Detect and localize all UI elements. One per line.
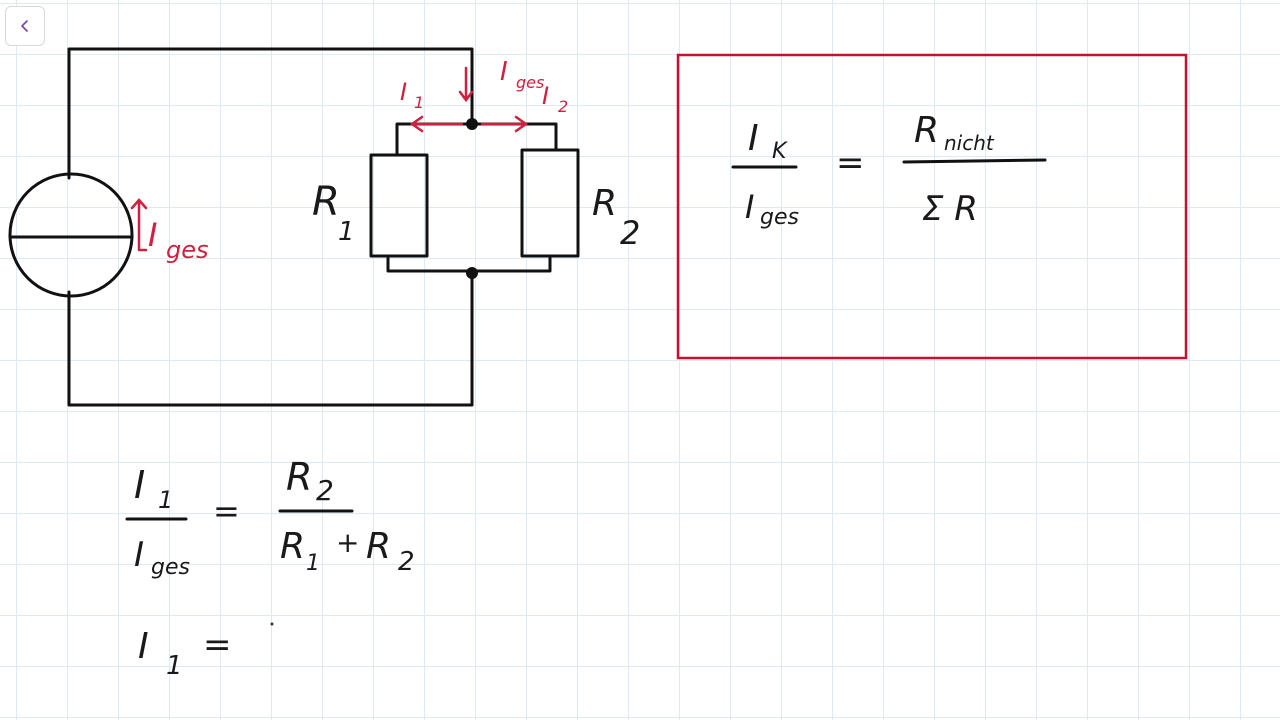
r1-subscript: 1 (338, 217, 355, 247)
pen-dot (270, 622, 274, 626)
circuit-wire-outer (67, 47, 474, 180)
f1-num-right-sub: 2 (316, 474, 334, 507)
r2-label: R (592, 183, 617, 224)
r2-subscript: 2 (620, 214, 640, 252)
f2-left-sub: 1 (166, 651, 183, 681)
chevron-left-icon (21, 20, 28, 32)
top-current-subscript: ges (516, 73, 544, 92)
f1-num-left-sub: 1 (158, 486, 173, 514)
f1-den-left-sub: ges (151, 555, 190, 580)
circuit-wire-bottom (67, 270, 474, 407)
box-num-right-sub: nicht (944, 131, 995, 155)
current-source (8, 172, 134, 298)
top-current-label: I (500, 57, 508, 87)
f2-equals: = (203, 625, 232, 665)
resistor-r2 (520, 148, 580, 258)
formula-box (676, 53, 1188, 360)
junction-node-bottom (466, 267, 478, 279)
top-current-arrow (458, 66, 474, 103)
f1-plus: + (336, 526, 359, 559)
f2-left: I (138, 626, 149, 667)
box-num-right: R (914, 110, 939, 151)
branch-current-2-label: I (542, 82, 549, 110)
back-button[interactable] (5, 6, 45, 46)
source-current-subscript: ges (166, 236, 209, 264)
f1-num-left: I (134, 463, 145, 507)
f1-den-right-a-sub: 1 (306, 551, 320, 576)
branch-1-arrow (409, 115, 464, 133)
branch-current-1-subscript: 1 (414, 93, 424, 112)
box-den-left-sub: ges (760, 205, 799, 230)
box-num-left: I (748, 118, 759, 159)
source-current-arrow (130, 198, 148, 252)
box-den-right: Σ R (922, 189, 978, 229)
branch-2-arrow (480, 115, 529, 133)
f1-den-right-b-sub: 2 (398, 547, 415, 577)
f1-den-left: I (134, 535, 144, 575)
box-fraction-bar-right (902, 158, 1047, 164)
f1-equals: = (213, 492, 240, 530)
f1-num-right: R (286, 455, 312, 499)
circuit-diagram (8, 47, 580, 407)
current-annotations (130, 66, 529, 252)
box-den-left: I (745, 188, 754, 226)
junction-node-top (466, 118, 478, 130)
r1-label: R (312, 179, 340, 225)
branch-current-2-subscript: 2 (558, 97, 568, 116)
resistor-r1 (369, 153, 429, 258)
source-current-label: I (148, 216, 157, 254)
branch-current-1-label: I (400, 78, 407, 106)
f1-den-right-b: R (366, 526, 391, 567)
box-num-left-sub: K (772, 139, 788, 164)
box-equals: = (836, 143, 865, 183)
f1-den-right-a: R (280, 526, 305, 567)
